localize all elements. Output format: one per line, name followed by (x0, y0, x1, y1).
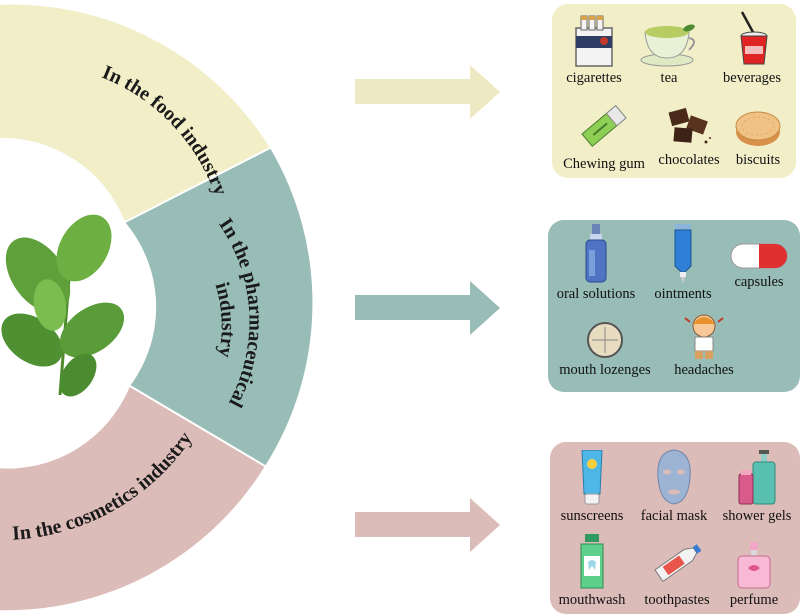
food-item-beverages: beverages (712, 10, 792, 86)
capsule-icon (730, 243, 788, 269)
pharma-arrow (355, 281, 500, 335)
pharma-item-headaches: headaches (662, 312, 746, 378)
drink-cup-icon (740, 11, 768, 65)
tea-cup-icon (640, 24, 695, 67)
cosmetics-item-shower-gels: shower gels (718, 448, 796, 524)
sunscreen-tube-icon (581, 450, 603, 505)
mint-leaves-icon (1, 214, 125, 397)
biscuit-icon (735, 111, 781, 146)
pharma-panel: oral solutions ointments capsules mouth … (548, 220, 800, 392)
food-item-biscuits: biscuits (726, 104, 790, 168)
cosmetics-arrow (355, 498, 500, 552)
lozenge-icon (587, 322, 623, 358)
cosmetics-item-perfume: perfume (722, 540, 786, 608)
cosmetics-item-toothpastes: toothpastes (634, 536, 720, 608)
cosmetics-item-sunscreens: sunscreens (554, 450, 630, 524)
ointment-tube-icon (674, 224, 692, 284)
chocolate-icon (668, 107, 711, 144)
mouthwash-bottle-icon (580, 534, 604, 589)
pharma-item-oral-solutions: oral solutions (550, 224, 642, 302)
cosmetics-sector (0, 386, 265, 611)
toothpaste-icon (654, 544, 702, 583)
facial-mask-icon (657, 449, 691, 505)
headache-child-icon (684, 314, 724, 359)
cosmetics-item-facial-mask: facial mask (634, 448, 714, 524)
food-sector (0, 4, 270, 222)
cigarette-pack-icon (575, 15, 613, 67)
pharma-item-mouth-lozenges: mouth lozenges (552, 320, 658, 378)
pharma-item-ointments: ointments (648, 224, 718, 302)
chewing-gum-icon (581, 105, 627, 147)
pharma-sector (125, 148, 313, 466)
food-item-tea: tea (634, 14, 704, 86)
food-item-chocolates: chocolates (654, 104, 724, 168)
shower-gel-icon (738, 450, 776, 505)
food-arrow (355, 65, 500, 119)
oral-solution-vial-icon (585, 224, 607, 283)
cosmetics-item-mouthwash: mouthwash (554, 534, 630, 608)
food-item-cigarettes: cigarettes (556, 14, 632, 86)
food-item-chewing-gum: Chewing gum (554, 98, 654, 172)
cosmetics-panel: sunscreens facial mask shower gels mouth… (550, 442, 800, 614)
pharma-item-capsules: capsules (724, 240, 794, 290)
perfume-bottle-icon (737, 542, 771, 589)
food-panel: cigarettes tea beverages Chewing gum (552, 4, 796, 178)
